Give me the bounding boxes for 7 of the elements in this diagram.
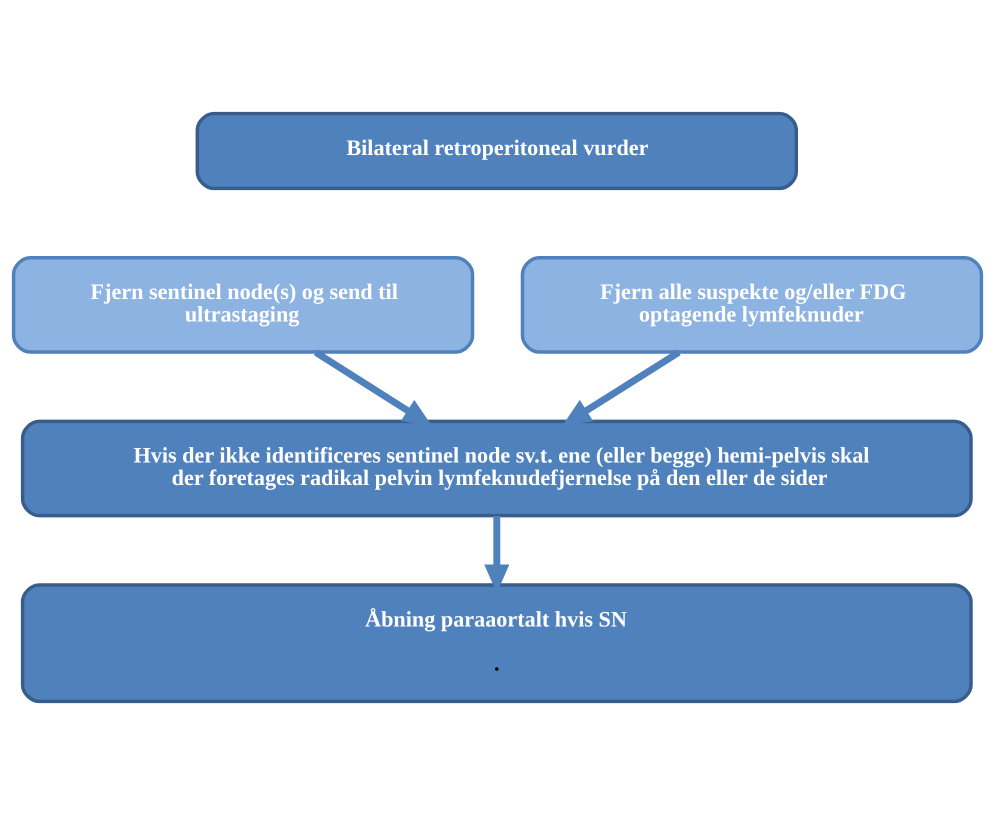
node-box: Bilateral retroperitoneal vurder (196, 111, 798, 190)
node-box: Fjern sentinel node(s) og send til ultrastaging (12, 256, 474, 354)
node-box: Fjern alle suspekte og/eller FDG optagende lymfeknuder (520, 256, 984, 354)
node-box: Åbning paraaortalt hvis SN . (20, 582, 973, 703)
arrow (562, 348, 681, 426)
node-box: Hvis der ikke identificeres sentinel node sv.t. ene (eller begge) hemi-pelvis skal der foretages radikal pelvin lymfeknudefjernelse på den eller de sider (20, 419, 973, 517)
arrow (314, 348, 432, 426)
